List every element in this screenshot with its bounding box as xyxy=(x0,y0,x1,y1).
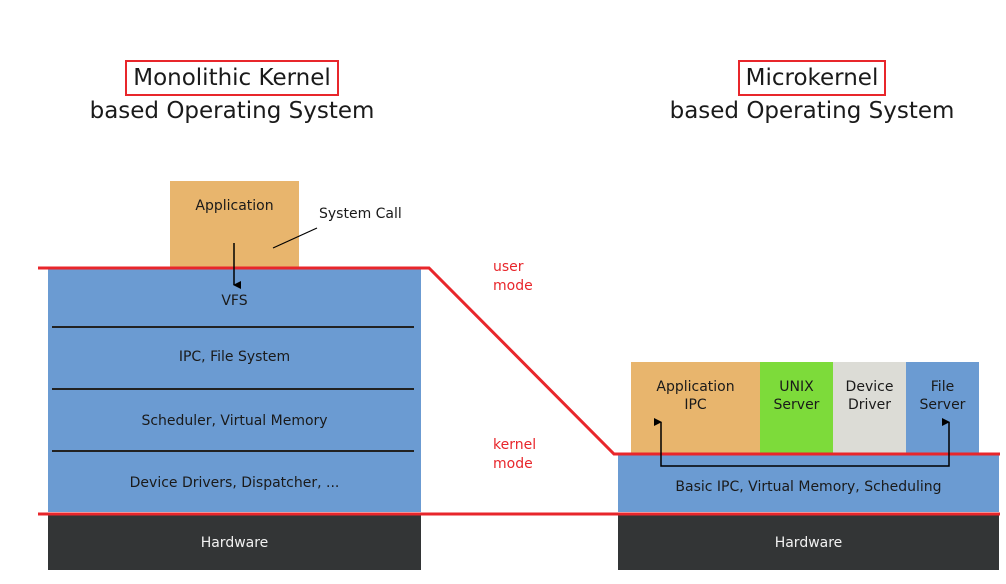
application-ipc-label: Application IPC xyxy=(656,379,735,413)
monolithic-kernel-block xyxy=(48,268,421,512)
left-title: Monolithic Kernel xyxy=(125,60,339,96)
user-mode-label: user mode xyxy=(493,259,533,294)
left-application-label: Application xyxy=(195,198,274,214)
right-subtitle: based Operating System xyxy=(669,98,955,124)
layer-ipc-file-system: IPC, File System xyxy=(178,349,291,365)
right-hardware-label: Hardware xyxy=(774,534,843,551)
left-hardware-label: Hardware xyxy=(200,534,269,551)
application-ipc-block: Application IPC xyxy=(631,362,760,454)
file-server-label: File Server xyxy=(919,379,966,413)
left-header: Monolithic Kernel based Operating System xyxy=(0,60,464,126)
layer-divider xyxy=(52,326,414,328)
microkernel-label: Basic IPC, Virtual Memory, Scheduling xyxy=(675,479,942,495)
layer-vfs: VFS xyxy=(221,293,248,309)
layer-divider xyxy=(52,450,414,452)
device-driver-label: Device Driver xyxy=(845,379,894,413)
left-hardware-block: Hardware xyxy=(48,515,421,570)
microkernel-block: Basic IPC, Virtual Memory, Scheduling xyxy=(618,454,999,512)
layer-device-drivers-dispatcher: Device Drivers, Dispatcher, ... xyxy=(129,475,340,491)
left-subtitle: based Operating System xyxy=(89,98,375,124)
layer-scheduler-virtual-memory: Scheduler, Virtual Memory xyxy=(141,413,328,429)
device-driver-block: Device Driver xyxy=(833,362,906,454)
unix-server-label: UNIX Server xyxy=(773,379,820,413)
system-call-pointer xyxy=(272,227,318,249)
kernel-mode-label: kernel mode xyxy=(493,437,537,472)
right-header: Microkernel based Operating System xyxy=(580,60,1006,126)
right-hardware-block: Hardware xyxy=(618,515,999,570)
right-title: Microkernel xyxy=(737,60,887,96)
layer-divider xyxy=(52,388,414,390)
ipc-arrow xyxy=(654,418,950,467)
mode-boundary-line xyxy=(38,266,1000,456)
unix-server-block: UNIX Server xyxy=(760,362,833,454)
system-call-label: System Call xyxy=(319,206,402,222)
file-server-block: File Server xyxy=(906,362,979,454)
